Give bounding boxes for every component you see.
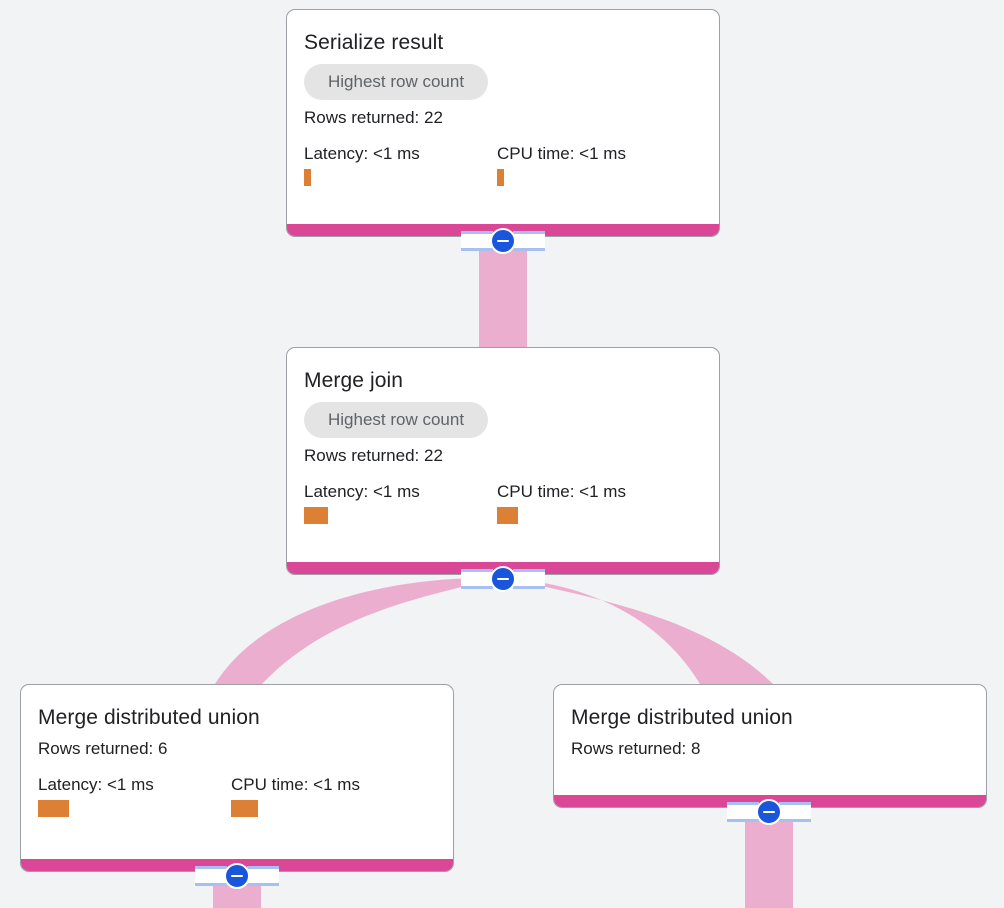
minus-glyph bbox=[763, 810, 775, 814]
status-badge: Highest row count bbox=[304, 64, 489, 100]
minus-icon[interactable] bbox=[490, 566, 516, 592]
node-badge-row: Highest row count bbox=[304, 64, 702, 100]
edge-rail-left-icon bbox=[195, 866, 227, 886]
minus-glyph bbox=[497, 577, 509, 581]
metric-cpu-time: CPU time: <1 ms bbox=[497, 481, 626, 524]
minus-icon[interactable] bbox=[756, 799, 782, 825]
node-card-body: Merge distributed union Rows returned: 6… bbox=[21, 685, 453, 817]
node-serialize-result[interactable]: Serialize result Highest row count Rows … bbox=[286, 9, 720, 237]
metrics-row: Latency: <1 ms CPU time: <1 ms bbox=[304, 481, 702, 524]
collapse-toggle-merge-join[interactable] bbox=[453, 566, 553, 592]
node-card-body: Serialize result Highest row count Rows … bbox=[287, 10, 719, 186]
latency-label: Latency: <1 ms bbox=[304, 144, 420, 163]
edge-rail-right-icon bbox=[513, 231, 545, 251]
rows-returned-label: Rows returned: 22 bbox=[304, 108, 443, 127]
node-card-body: Merge distributed union Rows returned: 8 bbox=[554, 685, 986, 761]
edge-right-union-downstream bbox=[745, 812, 793, 908]
node-card[interactable]: Serialize result Highest row count Rows … bbox=[286, 9, 720, 237]
minus-icon[interactable] bbox=[224, 863, 250, 889]
metric-latency: Latency: <1 ms bbox=[38, 774, 231, 817]
rows-returned-label: Rows returned: 8 bbox=[571, 739, 701, 758]
cpu-time-label: CPU time: <1 ms bbox=[231, 775, 360, 794]
metric-latency: Latency: <1 ms bbox=[304, 143, 497, 186]
edge-rail-left-icon bbox=[461, 569, 493, 589]
collapse-toggle-merge-distributed-union-right[interactable] bbox=[719, 799, 819, 825]
node-title: Merge join bbox=[304, 369, 404, 392]
node-card[interactable]: Merge distributed union Rows returned: 6… bbox=[20, 684, 454, 872]
cpu-time-bar bbox=[497, 507, 518, 524]
node-badge-row: Highest row count bbox=[304, 402, 702, 438]
node-merge-join[interactable]: Merge join Highest row count Rows return… bbox=[286, 347, 720, 575]
latency-bar bbox=[38, 800, 69, 817]
minus-glyph bbox=[497, 239, 509, 243]
edge-rail-right-icon bbox=[513, 569, 545, 589]
latency-bar bbox=[304, 507, 328, 524]
edge-rail-left-icon bbox=[461, 231, 493, 251]
node-card[interactable]: Merge distributed union Rows returned: 8 bbox=[553, 684, 987, 808]
cpu-time-bar bbox=[497, 169, 504, 186]
edge-merge-join-to-left-union bbox=[215, 578, 497, 684]
edge-rail-left-icon bbox=[727, 802, 759, 822]
cpu-time-bar bbox=[231, 800, 258, 817]
metrics-row: Latency: <1 ms CPU time: <1 ms bbox=[304, 143, 702, 186]
latency-bar bbox=[304, 169, 311, 186]
node-title: Serialize result bbox=[304, 31, 444, 54]
latency-label: Latency: <1 ms bbox=[38, 775, 154, 794]
cpu-time-label: CPU time: <1 ms bbox=[497, 144, 626, 163]
cpu-time-label: CPU time: <1 ms bbox=[497, 482, 626, 501]
minus-icon[interactable] bbox=[490, 228, 516, 254]
node-card[interactable]: Merge join Highest row count Rows return… bbox=[286, 347, 720, 575]
edge-rail-right-icon bbox=[247, 866, 279, 886]
metric-latency: Latency: <1 ms bbox=[304, 481, 497, 524]
collapse-toggle-merge-distributed-union-left[interactable] bbox=[187, 863, 287, 889]
edge-rail-right-icon bbox=[779, 802, 811, 822]
collapse-toggle-serialize-result[interactable] bbox=[453, 228, 553, 254]
status-badge: Highest row count bbox=[304, 402, 489, 438]
rows-returned-label: Rows returned: 22 bbox=[304, 446, 443, 465]
node-merge-distributed-union-right[interactable]: Merge distributed union Rows returned: 8 bbox=[553, 684, 987, 808]
node-card-body: Merge join Highest row count Rows return… bbox=[287, 348, 719, 524]
metric-cpu-time: CPU time: <1 ms bbox=[231, 774, 360, 817]
node-title: Merge distributed union bbox=[571, 706, 793, 729]
minus-glyph bbox=[231, 874, 243, 878]
rows-returned-label: Rows returned: 6 bbox=[38, 739, 168, 758]
metrics-row: Latency: <1 ms CPU time: <1 ms bbox=[38, 774, 436, 817]
metric-cpu-time: CPU time: <1 ms bbox=[497, 143, 626, 186]
node-title: Merge distributed union bbox=[38, 706, 260, 729]
node-merge-distributed-union-left[interactable]: Merge distributed union Rows returned: 6… bbox=[20, 684, 454, 872]
edge-merge-join-to-right-union bbox=[498, 578, 773, 684]
latency-label: Latency: <1 ms bbox=[304, 482, 420, 501]
